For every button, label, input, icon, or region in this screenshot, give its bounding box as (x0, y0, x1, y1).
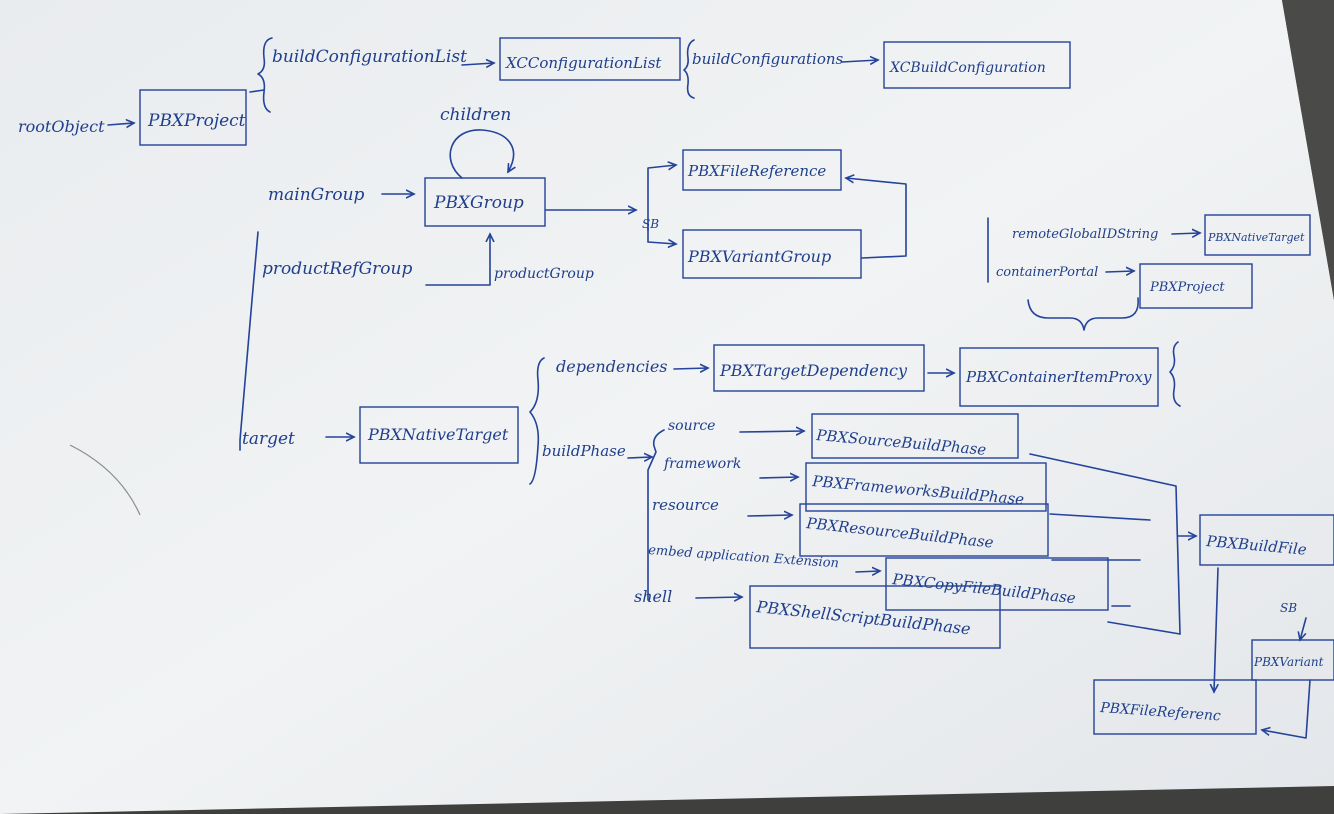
label-productgroup: productGroup (494, 266, 594, 282)
xcbuildconfiguration-box (883, 41, 1071, 89)
label-framework: framework (663, 456, 741, 472)
node-pbxnativetarget: PBXNativeTarget (367, 425, 509, 444)
pbxcontaineritemproxy-box (959, 347, 1159, 407)
node-pbxproject-ref: PBXProject (1149, 280, 1225, 295)
label-buildphase: buildPhase (542, 442, 626, 460)
pbxvariantgroup2-box (1251, 639, 1334, 681)
node-pbxnativetarget-ref: PBXNativeTarget (1207, 231, 1305, 244)
pbxresourcesbuildphase-box (799, 503, 1049, 557)
paper-shadow (1282, 0, 1334, 300)
label-shell: shell (634, 587, 672, 606)
node-pbxtargetdependency: PBXTargetDependency (719, 361, 908, 380)
label-target: target (242, 429, 295, 449)
label-sb-2: SB (1280, 601, 1297, 615)
pbxtargetdependency-box (713, 344, 925, 392)
pbxbuildfile-box (1199, 514, 1334, 566)
pbxproject-ref-box (1139, 263, 1253, 309)
pbxvariantgroup-box (682, 229, 862, 279)
pbxsourcesbuildphase-box (811, 413, 1019, 459)
node-pbxfilereference: PBXFileReference (687, 162, 826, 180)
label-dependencies: dependencies (556, 357, 668, 376)
node-boxes (139, 37, 1334, 735)
label-remoteglobalidstring: remoteGlobalIDString (1012, 227, 1158, 242)
pbxcopyfilesbuildphase-box (885, 557, 1109, 611)
pbxfilereference2-box (1093, 679, 1257, 735)
node-pbxvariantgroup2: PBXVariant (1253, 655, 1324, 669)
pbxfilereference-box (682, 149, 842, 191)
label-maingroup: mainGroup (268, 185, 365, 205)
node-pbxcontaineritemproxy: PBXContainerItemProxy (965, 368, 1152, 386)
pbxgroup-box (424, 177, 546, 227)
node-pbxvariantgroup: PBXVariantGroup (687, 247, 831, 266)
node-xcbuildconfiguration: XCBuildConfiguration (889, 60, 1046, 76)
node-pbxgroup: PBXGroup (433, 193, 524, 213)
label-resource: resource (652, 496, 719, 514)
label-productrefgroup: productRefGroup (262, 259, 412, 279)
node-pbxproject: PBXProject (147, 111, 246, 131)
label-sb-1: SB (642, 217, 659, 231)
label-containerportal: containerPortal (996, 265, 1098, 280)
pbxproject-box (139, 89, 247, 146)
xcconfigurationlist-box (499, 37, 681, 81)
label-buildconfigurations: buildConfigurations (692, 50, 844, 68)
connectors (107, 37, 1311, 739)
node-xcconfigurationlist: XCConfigurationList (505, 54, 662, 72)
pbxshellscriptbuildphase-box (749, 585, 1001, 649)
label-buildconfigurationlist: buildConfigurationList (272, 47, 467, 67)
label-children: children (440, 105, 511, 125)
label-rootobject: rootObject (18, 117, 105, 136)
pbxnativetarget-box (359, 406, 519, 464)
label-source: source (668, 418, 715, 434)
pbxnativetarget-ref-box (1204, 214, 1311, 256)
pbxframeworksbuildphase-box (805, 462, 1047, 512)
pencil-mark (69, 444, 141, 516)
